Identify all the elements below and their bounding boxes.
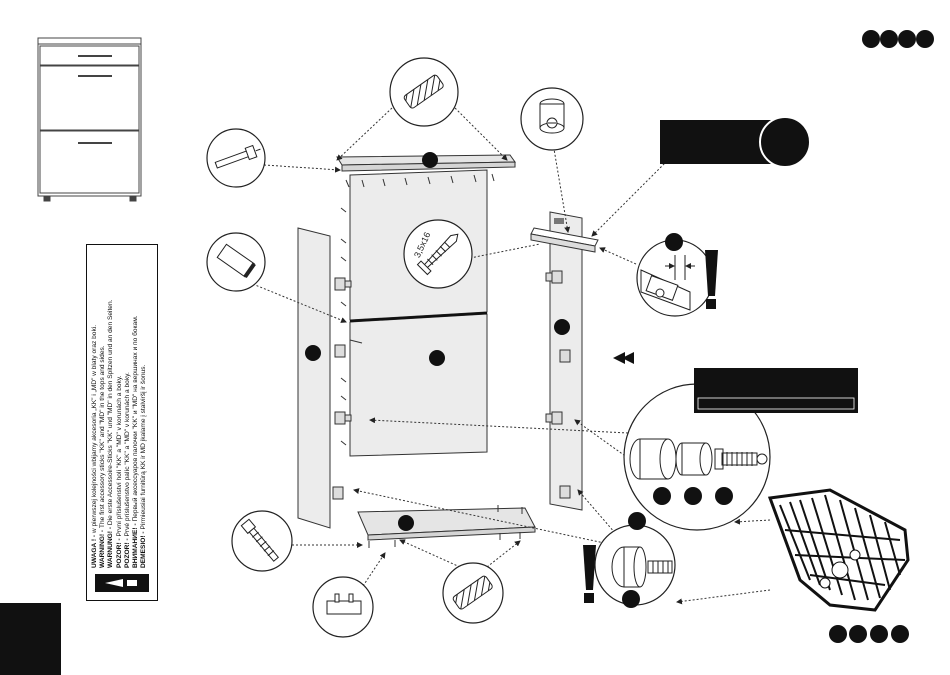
warning-line: DĖMESIO! - Pirmieusiai furnitūrą KK ir M… [140, 364, 148, 568]
warning-line: WARNING! - The first accessory sticks "K… [99, 345, 107, 568]
part-marker-dots [305, 152, 570, 531]
bottom-dowel-callout [442, 562, 504, 624]
warning-text: UWAGA ! - w pierwszej kolejności wbijamy… [87, 245, 157, 600]
warning-line: POZOR! - Prvé príslušenstvo palíc "KK" a… [123, 372, 131, 568]
warning-notice: UWAGA ! - w pierwszej kolejności wbijamy… [86, 244, 158, 601]
bottom-board [357, 507, 536, 541]
dowel-icon [389, 57, 459, 127]
foot-base-icon [767, 488, 910, 612]
bottom-screw-callout [231, 510, 293, 572]
wood-screw-icon [403, 219, 473, 289]
callout-boxes [660, 116, 858, 413]
rail-detail-callout [636, 239, 714, 317]
warning-line: ВНИМАНИЕ! - Первый аксессуаров палочки "… [132, 315, 140, 568]
small-foot-callout [594, 524, 676, 606]
hammer-icon [206, 232, 266, 292]
assembly-arrow-icon [613, 352, 634, 364]
cam-lock-icon [520, 87, 584, 151]
warning-line: POZOR! - První příslušenství holí "KK" a… [115, 375, 123, 568]
hammer-mini-icon [95, 574, 149, 592]
cabinet-thumbnail-icon [37, 37, 142, 202]
warning-line: UWAGA ! - w pierwszej kolejności wbijamy… [91, 324, 98, 568]
left-side-panel [297, 227, 331, 529]
exclamation-icon [583, 250, 718, 603]
warning-line: WARNUNG! - Die erste Accessoire-Sticks "… [107, 299, 115, 568]
connector-block-callout [312, 576, 374, 638]
back-panel [349, 169, 488, 457]
rail-connector-icon [530, 227, 599, 253]
step-dots [862, 30, 934, 48]
page-tab [0, 603, 61, 675]
confirmat-screw-icon [206, 128, 266, 188]
